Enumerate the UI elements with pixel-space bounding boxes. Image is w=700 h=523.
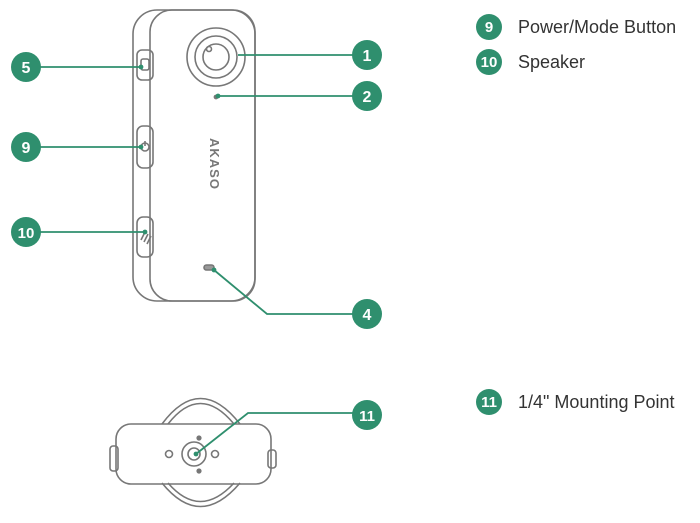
brand-label: AKASO (207, 138, 222, 190)
legend-item-mounting-point: 11 1/4" Mounting Point (476, 389, 675, 415)
lens (186, 27, 246, 87)
legend-number: 9 (476, 14, 502, 40)
callout-5: 5 (11, 52, 41, 82)
svg-text:11: 11 (359, 408, 375, 425)
legend-number: 11 (476, 389, 502, 415)
svg-text:1: 1 (363, 48, 372, 65)
side-button-5 (136, 49, 154, 81)
callout-9: 9 (11, 132, 41, 162)
mounting-point (181, 441, 207, 467)
legend-label: Power/Mode Button (518, 16, 677, 37)
callout-11: 11 (352, 400, 382, 430)
status-light (203, 264, 215, 271)
legend-label: Speaker (518, 51, 586, 72)
legend-number: 10 (476, 49, 502, 75)
leader-lines (40, 54, 353, 455)
legend-item-speaker: 10 Speaker (476, 49, 585, 75)
legend-label: 1/4" Mounting Point (518, 391, 675, 412)
callout-10: 10 (11, 217, 41, 247)
svg-text:10: 10 (18, 225, 35, 242)
callout-1: 1 (352, 40, 382, 70)
speaker-grille (136, 216, 154, 258)
svg-text:5: 5 (22, 60, 31, 77)
callout-4: 4 (352, 299, 382, 329)
svg-text:4: 4 (363, 307, 372, 324)
legend-item-power-mode: 9 Power/Mode Button (476, 14, 676, 40)
callout-2: 2 (352, 81, 382, 111)
svg-text:2: 2 (363, 89, 372, 106)
camera-front-view (132, 9, 256, 302)
svg-text:9: 9 (22, 140, 31, 157)
camera-bottom-view (109, 397, 277, 508)
